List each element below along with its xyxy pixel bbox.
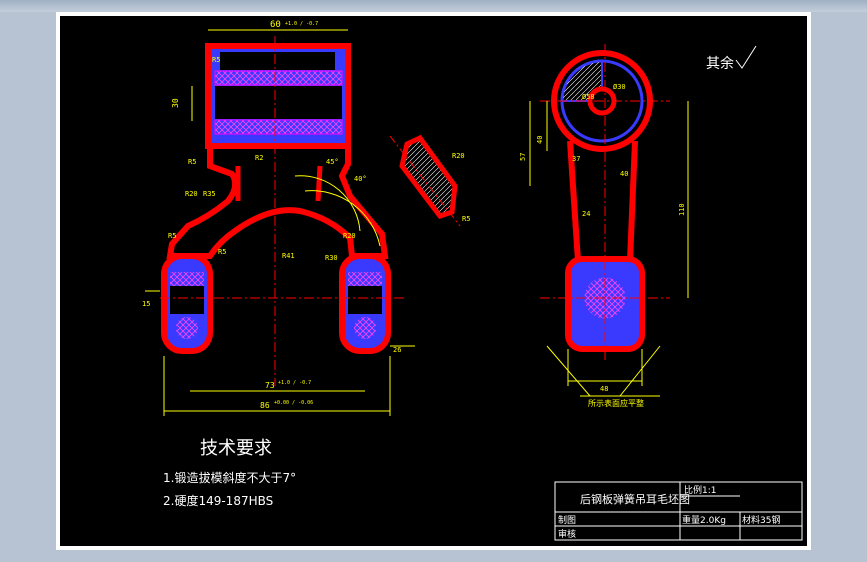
dim-outer-width: 86 bbox=[260, 401, 270, 410]
dim-r20-a: R20 bbox=[185, 190, 198, 198]
dim-angle-40: 40° bbox=[354, 175, 367, 183]
dim-outer-width-tol: +0.00 / -0.06 bbox=[274, 400, 313, 406]
dim-40-h: 40 bbox=[620, 170, 628, 178]
tech-requirement-1: 1.锻造拔模斜度不大于7° bbox=[163, 470, 296, 485]
dim-r5-top: R5 bbox=[212, 56, 220, 64]
top-boss-hatch-lower bbox=[214, 119, 343, 135]
dim-r20-b: R20 bbox=[343, 232, 356, 240]
dim-37: 37 bbox=[572, 155, 580, 163]
neck-slot bbox=[235, 165, 323, 202]
front-view: 60 +1.0 / -0.7 30 R5 R2 R5 R20 R35 R5 R5… bbox=[142, 20, 415, 416]
dim-r5-a: R5 bbox=[188, 158, 196, 166]
dim-40-v: 40 bbox=[536, 136, 544, 144]
dim-r2: R2 bbox=[255, 154, 263, 162]
right-ear-hatch bbox=[348, 272, 382, 286]
dim-24: 24 bbox=[582, 210, 590, 218]
left-ear-inner bbox=[170, 286, 204, 314]
top-boss-hatch-upper bbox=[214, 70, 343, 86]
drawing-sheet: 60 +1.0 / -0.7 30 R5 R2 R5 R20 R35 R5 R5… bbox=[56, 12, 811, 550]
dim-r5-b: R5 bbox=[168, 232, 176, 240]
dim-dia-30: Ø30 bbox=[613, 83, 626, 91]
tech-requirement-2: 2.硬度149-187HBS bbox=[163, 493, 273, 508]
dim-r20-c: R20 bbox=[452, 152, 465, 160]
checked-by-label: 审核 bbox=[558, 528, 576, 540]
dim-110: 110 bbox=[678, 203, 686, 216]
top-boss-top-inner bbox=[220, 52, 335, 70]
dim-r5-d: R5 bbox=[462, 215, 470, 223]
dim-left-height: 30 bbox=[171, 98, 180, 108]
roughness-symbol bbox=[735, 45, 757, 69]
dim-inner-width-tol: +1.0 / -0.7 bbox=[278, 380, 311, 386]
dim-angle-45: 45° bbox=[326, 158, 339, 166]
drawing-frame: 60 +1.0 / -0.7 30 R5 R2 R5 R20 R35 R5 R5… bbox=[58, 14, 809, 548]
dim-57: 57 bbox=[519, 153, 527, 161]
cad-toolbar-strip bbox=[0, 0, 867, 12]
left-ear-hole bbox=[174, 315, 200, 341]
side-dims bbox=[529, 101, 689, 397]
left-ear-hatch bbox=[170, 272, 204, 286]
material-label: 材料35钢 bbox=[742, 514, 780, 526]
weight-label: 重量2.0Kg bbox=[682, 514, 726, 526]
dim-r30: R30 bbox=[325, 254, 338, 262]
part-name: 后钢板弹簧吊耳毛坯图 bbox=[580, 492, 690, 506]
removed-section: R20 R5 bbox=[389, 134, 470, 227]
dim-dia-58: Ø58 bbox=[582, 93, 595, 101]
dim-r41: R41 bbox=[282, 252, 295, 260]
dim-r5-c: R5 bbox=[218, 248, 226, 256]
side-view: Ø58 Ø30 40 57 37 40 24 110 48 所示表面应平整 bbox=[519, 44, 689, 408]
drawn-by-label: 制图 bbox=[558, 514, 576, 526]
tech-requirements-title: 技术要求 bbox=[200, 438, 272, 459]
title-block bbox=[554, 481, 803, 541]
dim-r35: R35 bbox=[203, 190, 216, 198]
section-note: 所示表面应平整 bbox=[588, 398, 644, 408]
surface-finish-note: 其余 bbox=[706, 55, 734, 72]
dim-top-width: 60 bbox=[270, 20, 281, 30]
dim-inner-width: 73 bbox=[265, 381, 275, 390]
dim-ear-height: 15 bbox=[142, 300, 150, 308]
scale-label: 比例1:1 bbox=[684, 484, 717, 496]
top-boss-inner bbox=[215, 86, 342, 119]
dim-ear-right: 26 bbox=[393, 346, 401, 354]
dim-top-width-tol: +1.0 / -0.7 bbox=[285, 21, 318, 27]
front-dims bbox=[145, 29, 415, 416]
drawing-canvas: 60 +1.0 / -0.7 30 R5 R2 R5 R20 R35 R5 R5… bbox=[142, 20, 803, 541]
fork-outline bbox=[166, 146, 389, 259]
right-ear-inner bbox=[348, 286, 382, 314]
right-ear-hole bbox=[352, 315, 378, 341]
dim-48: 48 bbox=[600, 385, 608, 393]
